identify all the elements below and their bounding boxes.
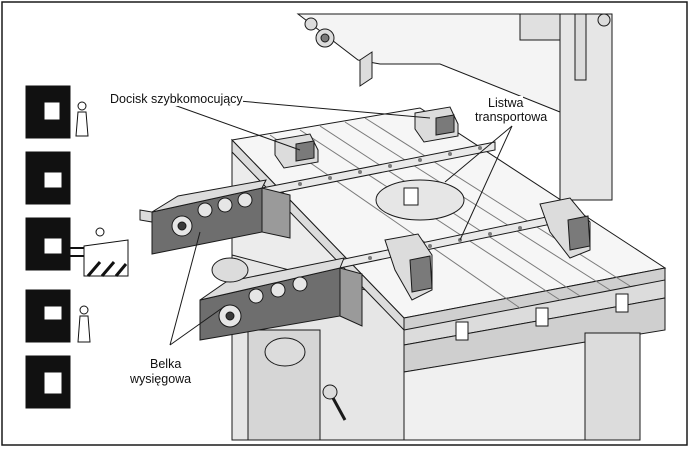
leader-rail-1 — [444, 125, 513, 183]
transport-rail-label-line1: Listwa — [488, 96, 524, 110]
thumbnail-column — [25, 85, 129, 409]
cantilever-beam-label-line2: wysięgowa — [130, 372, 192, 386]
clamp-3 — [384, 233, 433, 301]
thumbnail-1 — [25, 85, 89, 139]
quick-clamp-label: Docisk szybkomocujący — [110, 92, 243, 106]
beam-upper — [139, 179, 291, 255]
quick-clamps — [274, 106, 591, 301]
leader-beam-1 — [169, 231, 201, 346]
beam-lower — [199, 257, 363, 367]
leader-rail-2 — [459, 125, 513, 241]
clamp-4 — [539, 197, 591, 259]
leader-quick-clamp-1 — [159, 99, 301, 151]
thumbnail-4 — [25, 289, 91, 343]
thumbnail-3 — [25, 217, 129, 277]
clamp-1 — [274, 133, 319, 169]
clamp-2 — [414, 106, 459, 143]
press-column — [296, 13, 613, 201]
cantilever-beam-label-line1: Belka — [150, 357, 182, 371]
leader-quick-clamp-2 — [227, 99, 431, 119]
thumbnail-5 — [25, 355, 71, 409]
control-knob — [322, 384, 347, 421]
leader-lines — [159, 99, 513, 346]
cantilever-beams — [139, 179, 363, 367]
thumbnail-2 — [25, 151, 71, 205]
transport-rail-label-line2: transportowa — [475, 110, 548, 124]
leader-beam-2 — [169, 305, 226, 346]
